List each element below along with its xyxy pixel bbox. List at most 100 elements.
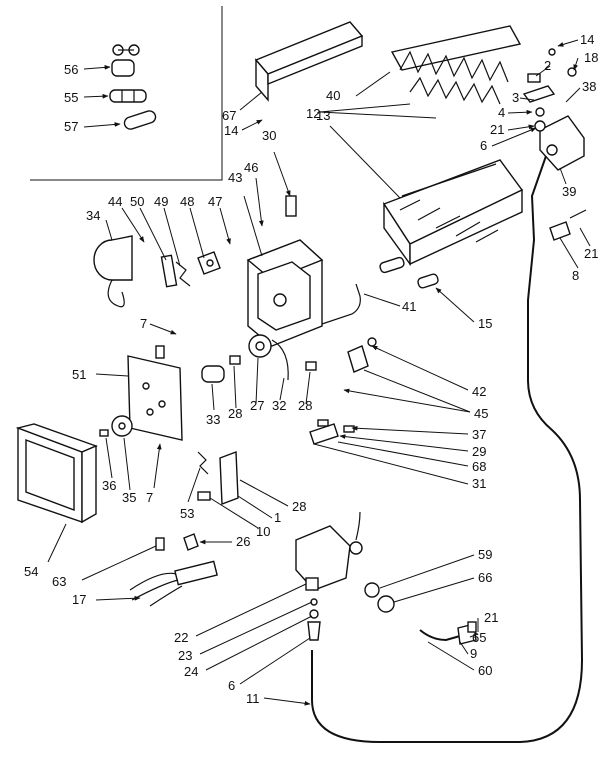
label-22: 22 bbox=[174, 630, 188, 645]
label-6b: 6 bbox=[228, 678, 235, 693]
label-29: 29 bbox=[472, 444, 486, 459]
label-28a: 28 bbox=[228, 406, 242, 421]
ice-mold-13 bbox=[382, 159, 524, 267]
inset-part-55 bbox=[109, 89, 147, 103]
label-33: 33 bbox=[206, 412, 220, 427]
label-41: 41 bbox=[402, 299, 416, 314]
label-30: 30 bbox=[262, 128, 276, 143]
label-9: 9 bbox=[470, 646, 477, 661]
label-68: 68 bbox=[472, 459, 486, 474]
label-53: 53 bbox=[180, 506, 194, 521]
label-60: 60 bbox=[478, 663, 492, 678]
label-4: 4 bbox=[498, 105, 505, 120]
leader-lines bbox=[47, 39, 591, 706]
switch-29 bbox=[309, 419, 355, 445]
label-35: 35 bbox=[122, 490, 136, 505]
label-24: 24 bbox=[184, 664, 198, 679]
gear-35 bbox=[111, 415, 133, 437]
label-21a: 21 bbox=[490, 122, 504, 137]
inset-border bbox=[30, 6, 223, 181]
label-21b: 21 bbox=[584, 246, 598, 261]
label-56: 56 bbox=[64, 62, 78, 77]
label-36: 36 bbox=[102, 478, 116, 493]
spring-53 bbox=[197, 451, 209, 475]
label-31: 31 bbox=[472, 476, 486, 491]
shaft-32 bbox=[271, 339, 289, 381]
label-18: 18 bbox=[584, 50, 598, 65]
inlet-fitting-15 bbox=[379, 256, 439, 289]
label-11: 11 bbox=[246, 691, 260, 706]
heater-39 bbox=[539, 115, 585, 171]
clip-8 bbox=[549, 209, 587, 241]
label-28c: 28 bbox=[292, 499, 306, 514]
label-15: 15 bbox=[478, 316, 492, 331]
label-8: 8 bbox=[572, 268, 579, 283]
inlet-pipe-60 bbox=[419, 621, 477, 645]
control-housing-43 bbox=[246, 195, 324, 347]
label-2: 2 bbox=[544, 58, 551, 73]
gear-27 bbox=[248, 334, 272, 358]
label-40: 40 bbox=[326, 88, 340, 103]
label-12: 12 bbox=[306, 106, 320, 121]
fill-tube bbox=[311, 155, 584, 743]
ice-stripper-12 bbox=[390, 25, 522, 105]
label-50: 50 bbox=[130, 194, 144, 209]
label-37: 37 bbox=[472, 427, 486, 442]
right-hardware bbox=[522, 48, 577, 132]
inset-part-57 bbox=[123, 110, 157, 130]
label-6a: 6 bbox=[480, 138, 487, 153]
label-1: 1 bbox=[274, 510, 281, 525]
wire-harness-17 bbox=[129, 533, 218, 607]
label-32: 32 bbox=[272, 398, 286, 413]
label-14a: 14 bbox=[224, 123, 238, 138]
label-10: 10 bbox=[256, 524, 270, 539]
shutoff-arm-42 bbox=[347, 337, 377, 373]
mounting-bracket-67 bbox=[254, 21, 364, 102]
mounting-plate-51 bbox=[127, 345, 183, 441]
label-55: 55 bbox=[64, 90, 78, 105]
label-47: 47 bbox=[208, 194, 222, 209]
label-44: 44 bbox=[108, 194, 122, 209]
label-57: 57 bbox=[64, 119, 78, 134]
lever-1 bbox=[197, 451, 239, 505]
label-34: 34 bbox=[86, 208, 100, 223]
label-13: 13 bbox=[316, 108, 330, 123]
label-42: 42 bbox=[472, 384, 486, 399]
label-7b: 7 bbox=[146, 490, 153, 505]
plate-48 bbox=[197, 251, 221, 275]
support-wire-41 bbox=[321, 283, 361, 325]
label-7a: 7 bbox=[140, 316, 147, 331]
label-43: 43 bbox=[228, 170, 242, 185]
label-66: 66 bbox=[478, 570, 492, 585]
label-21c: 21 bbox=[484, 610, 498, 625]
label-51: 51 bbox=[72, 367, 86, 382]
label-45: 45 bbox=[474, 406, 488, 421]
label-27: 27 bbox=[250, 398, 264, 413]
label-17: 17 bbox=[72, 592, 86, 607]
label-23: 23 bbox=[178, 648, 192, 663]
label-14b: 14 bbox=[580, 32, 594, 47]
bracket-50 bbox=[160, 254, 178, 288]
screw-36 bbox=[99, 429, 109, 437]
label-67: 67 bbox=[222, 108, 236, 123]
screw-28b bbox=[305, 361, 317, 371]
label-39: 39 bbox=[562, 184, 576, 199]
label-3: 3 bbox=[512, 90, 519, 105]
inset-part-56 bbox=[111, 44, 140, 77]
label-38: 38 bbox=[582, 79, 596, 94]
label-46: 46 bbox=[244, 160, 258, 175]
spring-49 bbox=[175, 261, 191, 287]
label-26: 26 bbox=[236, 534, 250, 549]
cam-33 bbox=[201, 365, 225, 383]
water-valve bbox=[295, 511, 395, 641]
label-65: 65 bbox=[472, 630, 486, 645]
label-28b: 28 bbox=[298, 398, 312, 413]
label-63: 63 bbox=[52, 574, 66, 589]
motor-34 bbox=[93, 235, 133, 308]
label-59: 59 bbox=[478, 547, 492, 562]
label-48: 48 bbox=[180, 194, 194, 209]
label-54: 54 bbox=[24, 564, 38, 579]
front-cover-54 bbox=[15, 423, 98, 524]
screw-28a bbox=[229, 355, 241, 365]
